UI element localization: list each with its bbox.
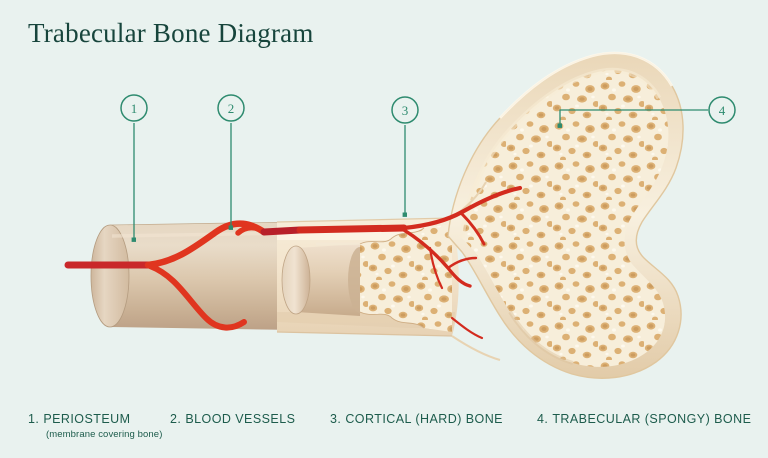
callout-number-1: 1 <box>131 101 138 116</box>
callout-marker-1[interactable]: 1 <box>120 94 148 122</box>
legend-item-cortical-bone: 3.CORTICAL (HARD) BONE <box>330 412 503 426</box>
callout-number-4: 4 <box>719 103 726 118</box>
cut-edge-spongy <box>359 224 452 332</box>
callout-number-2: 2 <box>228 101 235 116</box>
legend-number-3: 3. <box>330 412 342 426</box>
page-title: Trabecular Bone Diagram <box>28 18 314 48</box>
legend-sub-1: (membrane covering bone) <box>46 429 163 440</box>
legend-item-trabecular-bone: 4.TRABECULAR (SPONGY) BONE <box>537 412 751 426</box>
nutrient-arteries <box>401 185 523 340</box>
medullary-cavity <box>281 242 372 316</box>
legend-main-3: 3.CORTICAL (HARD) BONE <box>330 412 503 426</box>
legend-main-1: 1.PERIOSTEUM <box>28 412 162 426</box>
legend-main-2: 2.BLOOD VESSELS <box>170 412 295 426</box>
diaphysis-shaft <box>90 221 297 330</box>
legend-number-4: 4. <box>537 412 549 426</box>
callout-marker-2[interactable]: 2 <box>217 94 245 122</box>
legend-item-periosteum: 1.PERIOSTEUM (membrane covering bone) <box>28 412 162 440</box>
legend-number-1: 1. <box>28 412 40 426</box>
legend-main-4: 4.TRABECULAR (SPONGY) BONE <box>537 412 751 426</box>
legend-number-2: 2. <box>170 412 182 426</box>
callout-leaders <box>133 109 708 240</box>
epiphysis-head <box>447 51 684 379</box>
legend-label-3: CORTICAL (HARD) BONE <box>345 412 503 426</box>
periosteal-blood-vessels <box>64 220 408 331</box>
legend: 1.PERIOSTEUM (membrane covering bone) 2.… <box>0 408 768 458</box>
callout-endpoints <box>131 123 562 242</box>
legend-label-1: PERIOSTEUM <box>43 412 131 426</box>
legend-label-2: BLOOD VESSELS <box>185 412 296 426</box>
callout-marker-3[interactable]: 3 <box>391 96 419 124</box>
callout-number-3: 3 <box>402 103 409 118</box>
callout-marker-4[interactable]: 4 <box>708 96 736 124</box>
legend-label-4: TRABECULAR (SPONGY) BONE <box>552 412 752 426</box>
legend-item-blood-vessels: 2.BLOOD VESSELS <box>170 412 295 426</box>
